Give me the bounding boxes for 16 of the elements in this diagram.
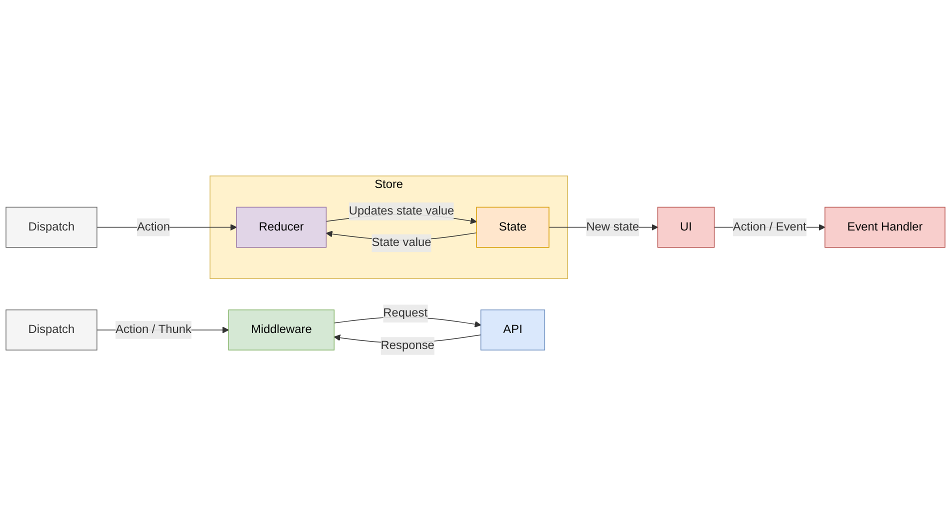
node-box: API bbox=[480, 309, 546, 350]
node-box: Dispatch bbox=[6, 206, 98, 248]
edge-label: Action / Thunk bbox=[116, 322, 192, 336]
edge-label: State value bbox=[372, 236, 432, 249]
node-box: UI bbox=[657, 206, 715, 248]
node-box: State bbox=[476, 206, 550, 248]
node-box: Event Handler bbox=[824, 206, 946, 248]
node-box: Middleware bbox=[228, 309, 335, 350]
edge-label: Request bbox=[383, 306, 428, 320]
node-box: Reducer bbox=[236, 206, 327, 248]
edge-label: Action bbox=[136, 220, 170, 233]
node-box: Dispatch bbox=[6, 309, 98, 350]
edge-label: Updates state value bbox=[348, 204, 454, 217]
edge-label: Action / Event bbox=[732, 220, 806, 233]
edge-label: Response bbox=[380, 338, 434, 352]
edge-label: New state bbox=[586, 220, 640, 233]
